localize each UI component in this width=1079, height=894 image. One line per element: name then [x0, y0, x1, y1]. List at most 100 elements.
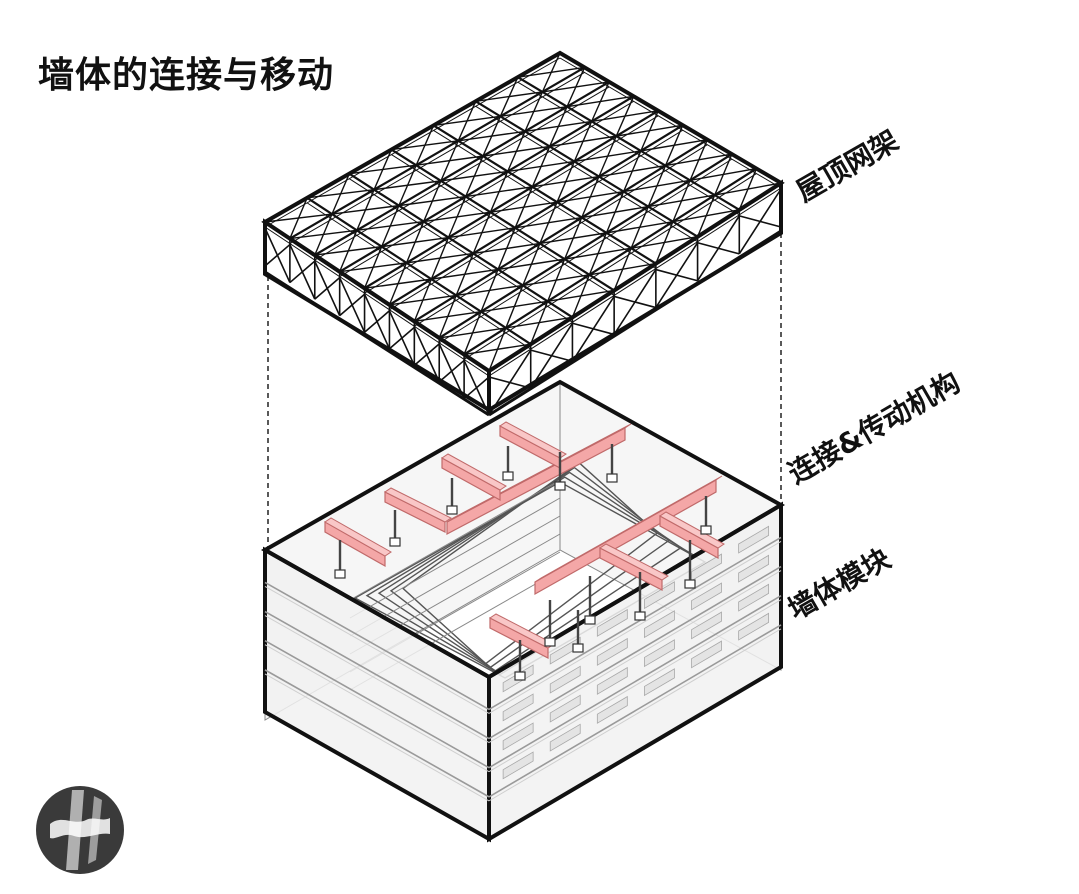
hanger-block — [684, 579, 696, 589]
truss-diagonal — [499, 76, 519, 117]
truss-diagonal — [531, 146, 551, 188]
truss-chord — [306, 202, 531, 350]
transmission-beam-top — [499, 421, 567, 459]
truss-side-diagonal — [463, 376, 490, 400]
wall-panel — [549, 723, 581, 752]
truss-chord — [488, 187, 782, 377]
truss-diagonal — [465, 155, 484, 197]
truss-diagonal — [472, 211, 492, 254]
truss-diagonal — [373, 149, 393, 190]
truss-chord — [463, 167, 758, 356]
truss-chord — [517, 76, 740, 211]
wall-module-floor-lines — [264, 536, 782, 802]
wall-panel — [549, 665, 581, 694]
truss-diagonal — [488, 327, 507, 372]
hanger-block — [389, 537, 401, 547]
truss-diagonal — [505, 285, 524, 329]
truss-chord — [289, 72, 585, 244]
truss-diagonal — [541, 52, 561, 93]
wall-panel — [596, 637, 628, 666]
truss-diagonal — [664, 124, 684, 166]
transmission-beam-top — [441, 453, 507, 491]
transmission-beam-top — [384, 487, 452, 523]
truss-chord — [559, 57, 782, 189]
truss-side-diagonal — [413, 343, 440, 366]
truss-diagonal — [363, 246, 383, 289]
truss-chord — [364, 115, 659, 294]
truss-diagonal — [314, 213, 333, 256]
wall-panel — [502, 722, 534, 751]
truss-diagonal — [388, 262, 408, 306]
truss-diagonal — [514, 186, 534, 229]
truss-diagonal — [438, 295, 457, 339]
truss-side-diagonal — [339, 293, 366, 317]
truss-diagonal — [489, 171, 509, 213]
hanger-block — [700, 525, 712, 535]
wall-panel — [691, 582, 722, 611]
truss-chord — [264, 57, 561, 228]
floor-line — [488, 628, 782, 802]
truss-side-diagonal — [613, 269, 657, 335]
wall-panel — [691, 640, 722, 669]
truss-side-diagonal — [738, 188, 782, 255]
truss-chord — [349, 178, 573, 323]
floor-line — [488, 565, 782, 740]
truss-diagonal — [571, 274, 591, 318]
truss-chord — [488, 182, 782, 372]
alignment-dashed-lines — [267, 233, 782, 550]
truss-chord — [463, 173, 757, 360]
hanger-block — [554, 481, 566, 491]
transmission-beam-top — [659, 511, 725, 549]
truss-diagonal — [447, 196, 467, 238]
wall-panel — [691, 611, 722, 640]
truss-side-diagonal — [655, 242, 699, 309]
truss-chord — [389, 129, 684, 311]
hanger-block — [606, 473, 618, 483]
wall-panel — [691, 553, 722, 582]
hanger-block — [584, 615, 596, 625]
truss-diagonal — [463, 311, 482, 355]
transmission-beam-top — [324, 517, 392, 557]
truss-bottom-chord — [264, 270, 490, 417]
truss-side-diagonal — [488, 349, 532, 416]
hanger-block — [572, 643, 584, 653]
truss-diagonal — [613, 247, 632, 291]
hanger-block — [634, 611, 646, 621]
floor-line — [488, 599, 782, 773]
brush-logo — [36, 786, 124, 874]
wall-module-top-outline — [260, 379, 786, 680]
wall-panel — [644, 639, 675, 668]
floor-line — [264, 640, 490, 769]
wall-panel — [738, 525, 770, 554]
truss-diagonal — [356, 189, 375, 231]
floor-line — [264, 615, 490, 743]
wall-panel — [644, 581, 675, 610]
truss-diagonal — [615, 96, 635, 137]
truss-chord — [339, 100, 634, 278]
truss-side-diagonal — [264, 243, 291, 267]
truss-diagonal — [440, 140, 459, 182]
wall-panel — [502, 751, 534, 780]
truss-chord — [475, 100, 699, 238]
hanger-block — [514, 671, 526, 681]
floor-line — [264, 673, 490, 802]
truss-chord — [517, 81, 740, 216]
truss-diagonal — [738, 168, 758, 211]
inner-wall-outline — [389, 466, 671, 669]
wall-module — [260, 379, 786, 843]
roof-truss-grid — [264, 52, 782, 377]
truss-diagonal — [405, 221, 425, 264]
inner-wall-line — [349, 479, 561, 601]
wall-panel — [549, 694, 581, 723]
truss-side-diagonal — [289, 260, 316, 284]
truss-diagonal — [588, 232, 608, 276]
truss-diagonal — [413, 278, 432, 322]
truss-diagonal — [507, 131, 526, 172]
truss-chord — [391, 154, 615, 296]
truss-chord — [433, 130, 657, 269]
floor-line — [264, 610, 490, 740]
floor-line — [264, 585, 490, 714]
wall-panel — [738, 554, 770, 583]
hanger-block — [502, 471, 514, 481]
truss-diagonal — [546, 258, 566, 302]
